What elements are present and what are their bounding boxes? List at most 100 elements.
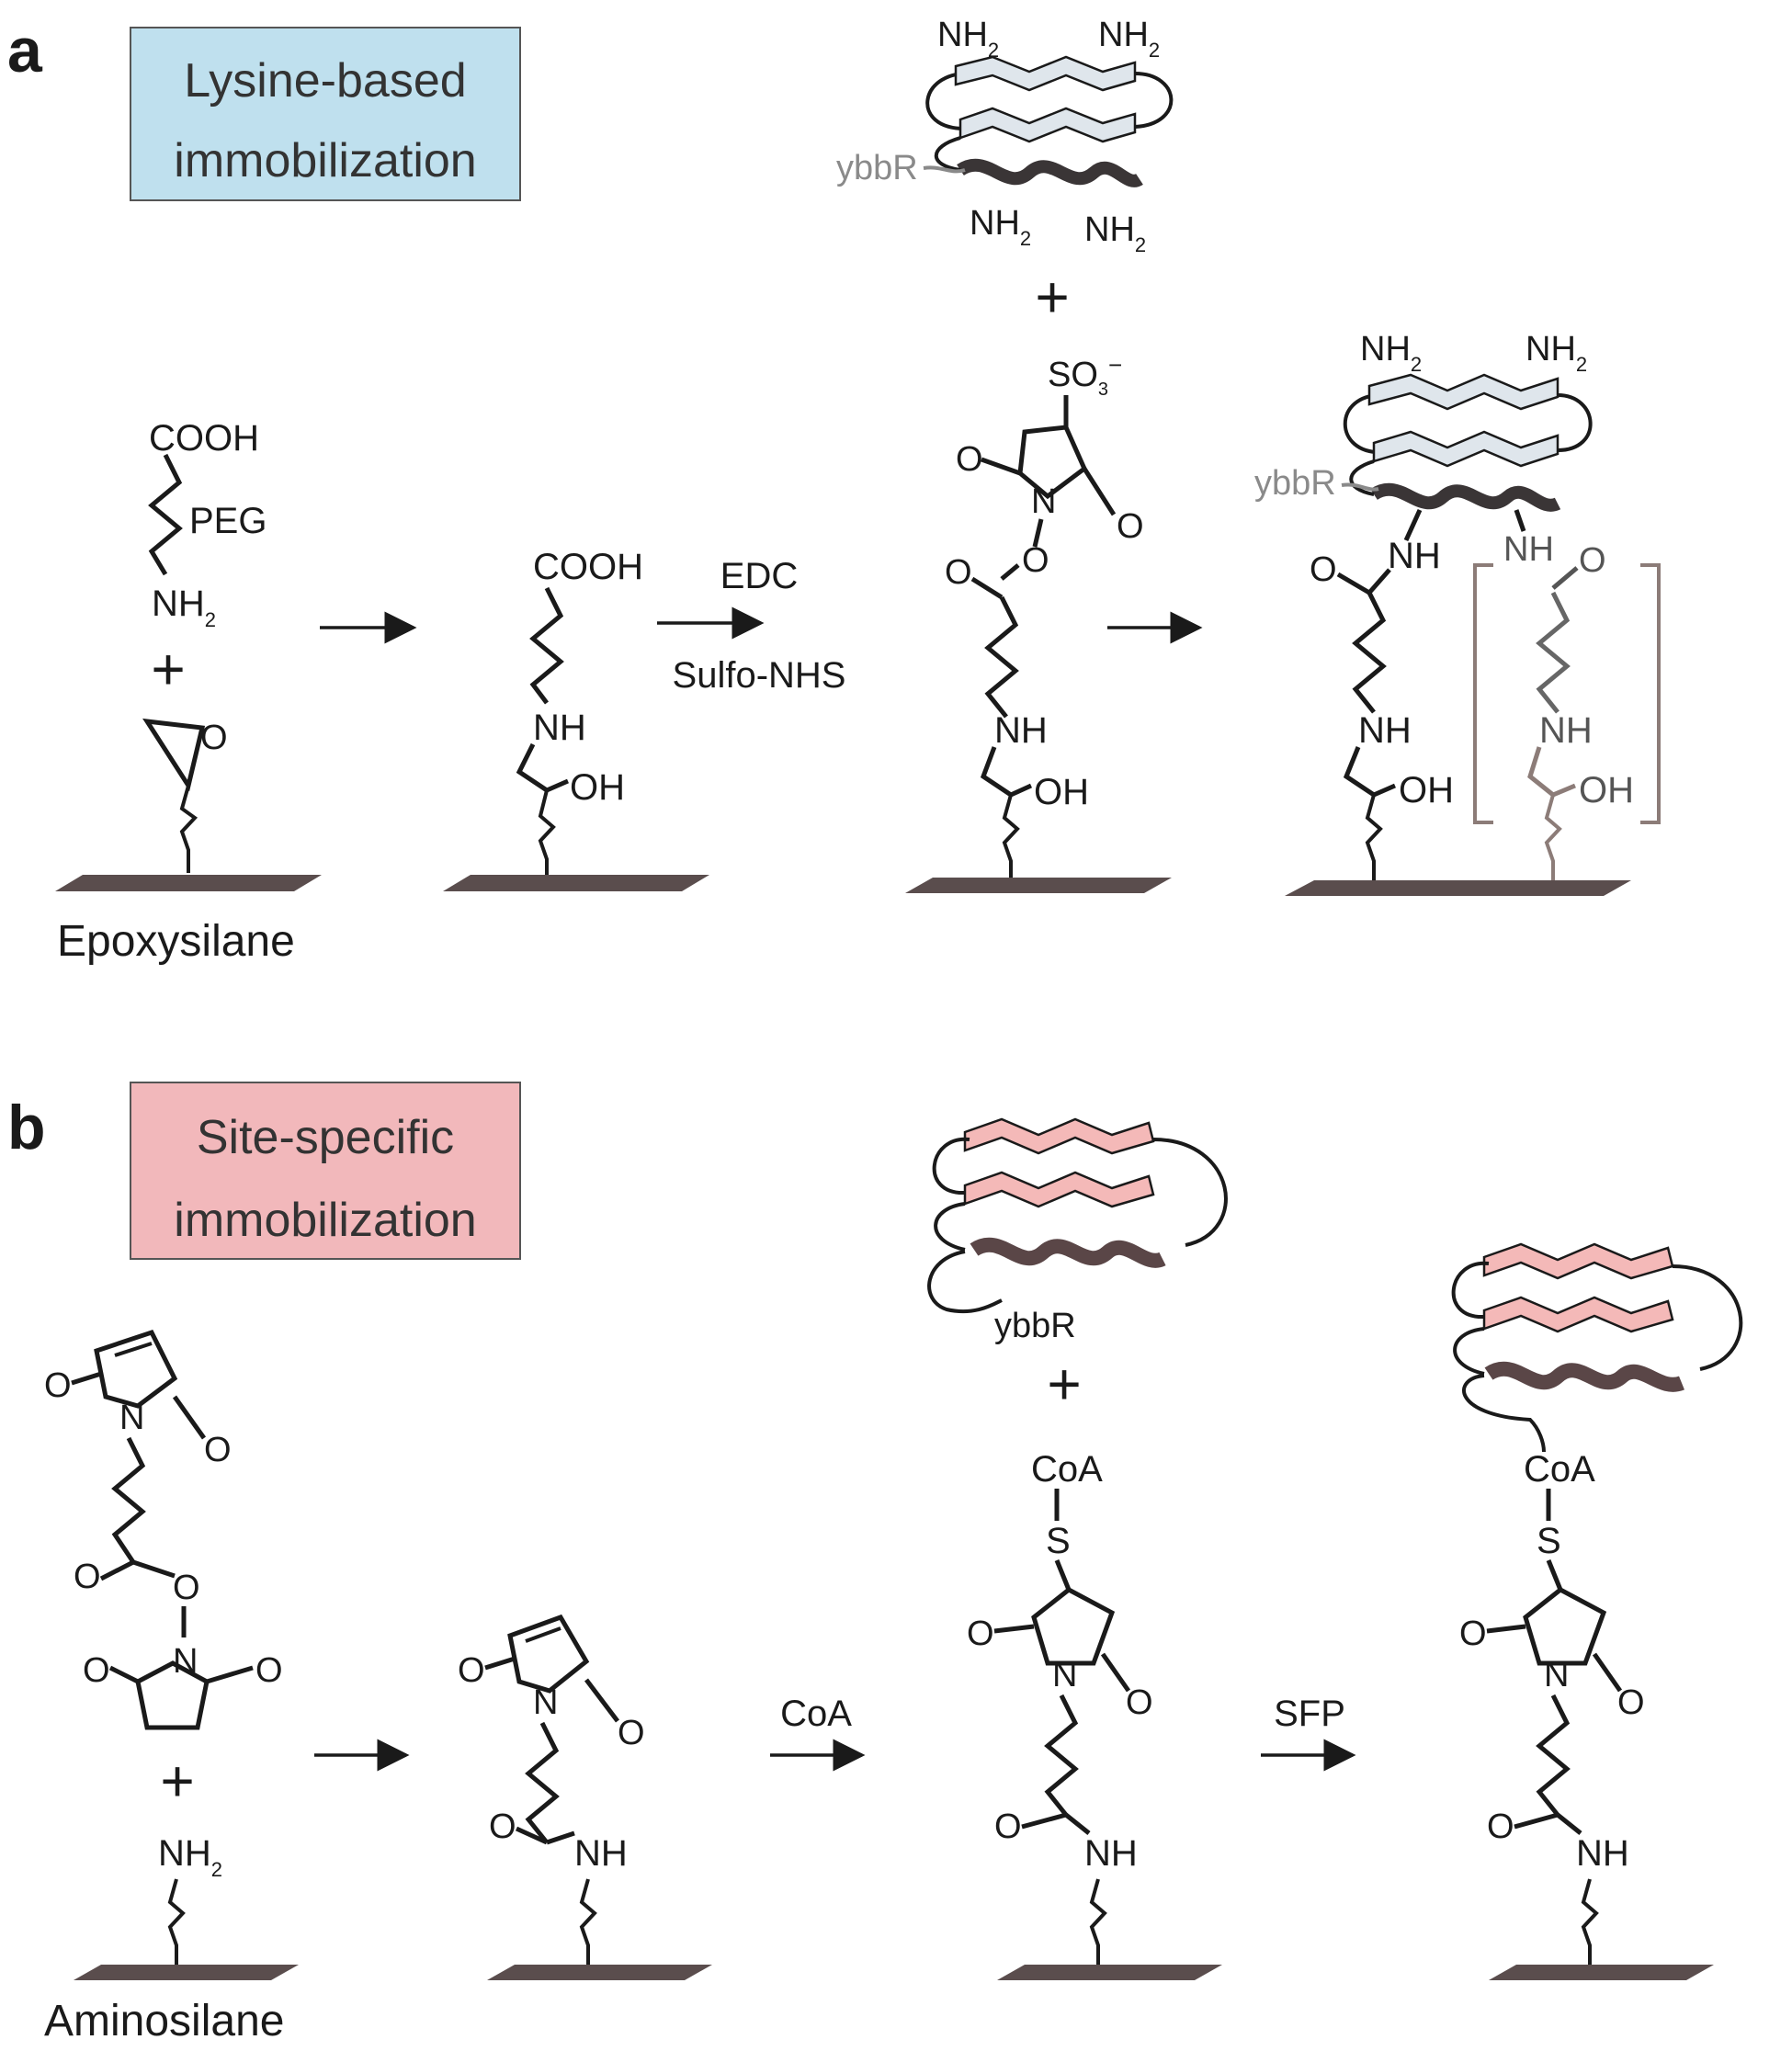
prot-nh2-br: NH2 [1084,210,1146,256]
mal1-ring [94,1329,178,1409]
sp-loop-right [1672,1264,1743,1371]
mal2-nh: NH [574,1833,628,1874]
sp-strand1 [1482,1242,1674,1280]
fp-bracket-left [1473,563,1493,824]
fp-ybbr-tail [1341,482,1379,492]
sp-spacer [1581,1878,1599,1965]
mal2-carbonyl [515,1826,549,1845]
fp-rep-carbonyl [1551,566,1579,590]
nhs-ring [1017,425,1088,500]
sp-helix-loop [1453,1327,1485,1376]
mal2-n: N [533,1683,558,1722]
sp-n: N [1544,1656,1569,1694]
fp-rep-o: O [1579,541,1606,580]
a2-oh-bond [546,778,569,793]
fp-strand2 [1372,430,1559,468]
a2-oh: OH [570,767,625,808]
fp-nh2-tr: NH2 [1525,330,1587,376]
pb-helix-loop [934,1202,966,1252]
nhs-so3: SO3− [1048,351,1122,400]
sp-zigzag [1536,1694,1571,1817]
fp-rep-oh: OH [1579,770,1634,810]
site-title-line1: Site-specific [197,1111,454,1164]
fp-backbone [1343,746,1376,798]
peg-label: PEG [189,501,267,541]
nhs-b-o-left: O [83,1651,110,1690]
panel-a-letter: a [7,16,43,85]
nhs-backbone [980,746,1013,798]
prot-loop-right [1134,72,1174,129]
mal1-carbonyl-o: O [74,1558,101,1596]
fp-oh-bond [1373,783,1396,798]
prot-loop-left [925,71,970,130]
peg-zigzag [148,453,183,576]
mal1-co-left [71,1371,102,1386]
fp-nh-amide: NH [1388,536,1441,576]
lysine-immobilized-product: NH2 NH2 ybbR NH O NH OH NH [1254,330,1661,896]
pb-strand1 [963,1117,1155,1155]
nhs-oh-bond [1009,783,1033,798]
peg-linker: COOH PEG NH2 [148,418,267,631]
coa-s-ring [1054,1559,1072,1591]
mal1-co-right [172,1395,207,1440]
fp-rep-nh-amide: NH [1503,530,1554,569]
coa-n: N [1052,1656,1077,1694]
fp-rep-oh-bond [1552,783,1576,798]
mal2-amide [546,1830,575,1845]
prot-ybbr: ybbR [836,149,918,187]
surface-a1 [55,875,322,891]
surface-b1 [74,1965,299,1980]
a2-backbone [516,742,549,793]
surface-a4 [1285,880,1631,896]
mal2-co-left [484,1656,516,1671]
prot-ybbr-tail [923,165,966,174]
nhs-carbonyl-bond [970,576,1004,600]
fp-nh: NH [1358,710,1412,751]
coa-zigzag [1044,1694,1079,1817]
coa-ring [1031,1587,1116,1666]
nhs-co-left [981,457,1021,476]
coa-co-left [993,1624,1035,1634]
lysine-title-line1: Lysine-based [184,54,466,108]
coa-conjugate: CoA S O N O O NH [967,1449,1222,1980]
surface-b3 [997,1965,1222,1980]
mal2-zigzag [525,1721,560,1844]
fp-rep-spacer [1544,794,1562,880]
fp-rep-nh: NH [1539,710,1593,751]
nhs-no-bond [1032,518,1044,548]
fp-rep-zigzag [1536,591,1571,714]
reagent-coa: CoA [780,1694,852,1734]
nhs-ester-bond [1000,563,1020,581]
nhs-zigzag [984,595,1019,719]
epoxysilane-molecule: O [55,718,322,891]
fp-spacer [1365,794,1383,880]
mal1-ester-o: O [173,1569,200,1607]
a2-cooh: COOH [533,547,643,587]
nhs-b-o-right: O [255,1651,283,1690]
mal2-ring [507,1614,590,1694]
amino-nh2: NH2 [158,1833,222,1881]
coa-amide [1064,1813,1091,1835]
reagent-sfp: SFP [1274,1694,1345,1734]
fp-carbonyl [1336,572,1371,595]
sp-amide [1556,1813,1582,1835]
fp-rep-backbone [1527,746,1555,797]
epoxide-ring [142,718,206,792]
pb-strand2 [963,1171,1155,1208]
panel-b-letter: b [7,1093,46,1162]
plus-b2: + [1047,1351,1081,1417]
prot-helix [957,158,1143,187]
coa-s: S [1046,1521,1071,1561]
nhs-n: N [1031,482,1056,521]
mal1-n: N [119,1399,144,1437]
epoxysilane-label: Epoxysilane [57,917,295,966]
mal2-co-right [584,1678,619,1723]
mal2-o-right: O [618,1714,645,1752]
aminosilane-label: Aminosilane [44,1997,284,2045]
mal2-o-left: O [458,1651,485,1690]
mal1-o-right: O [204,1431,232,1469]
coa-label: CoA [1031,1449,1103,1490]
fp-o-amide: O [1310,550,1337,589]
sp-tether [1462,1374,1546,1453]
sp-co-left [1486,1624,1526,1634]
